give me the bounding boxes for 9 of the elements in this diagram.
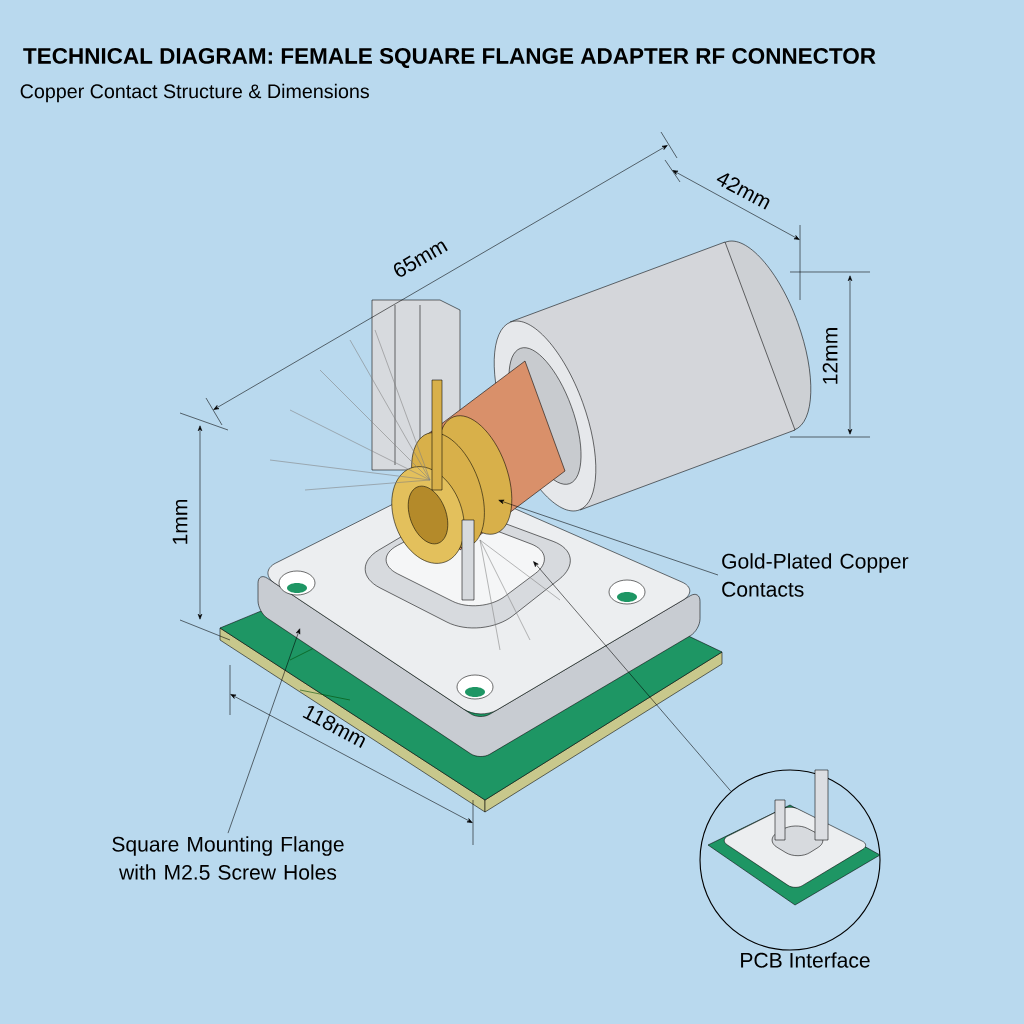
callout-label: Gold-Plated Copper Contacts	[722, 553, 909, 597]
leader-line	[533, 561, 732, 792]
node-label: PCB Interface	[741, 952, 870, 968]
title: TECHNICAL DIAGRAM: FEMALE SQUARE FLANGE ADAPTER RF CONNECTOR	[23, 47, 876, 69]
callout-label: Square Mounting Flange with M2.5 Screw Holes	[112, 836, 344, 880]
leader-line	[227, 628, 301, 834]
subtitle: Copper Contact Structure & Dimensions	[20, 83, 369, 103]
dimension-label: 1mm	[172, 500, 188, 544]
leader-line	[498, 499, 719, 576]
